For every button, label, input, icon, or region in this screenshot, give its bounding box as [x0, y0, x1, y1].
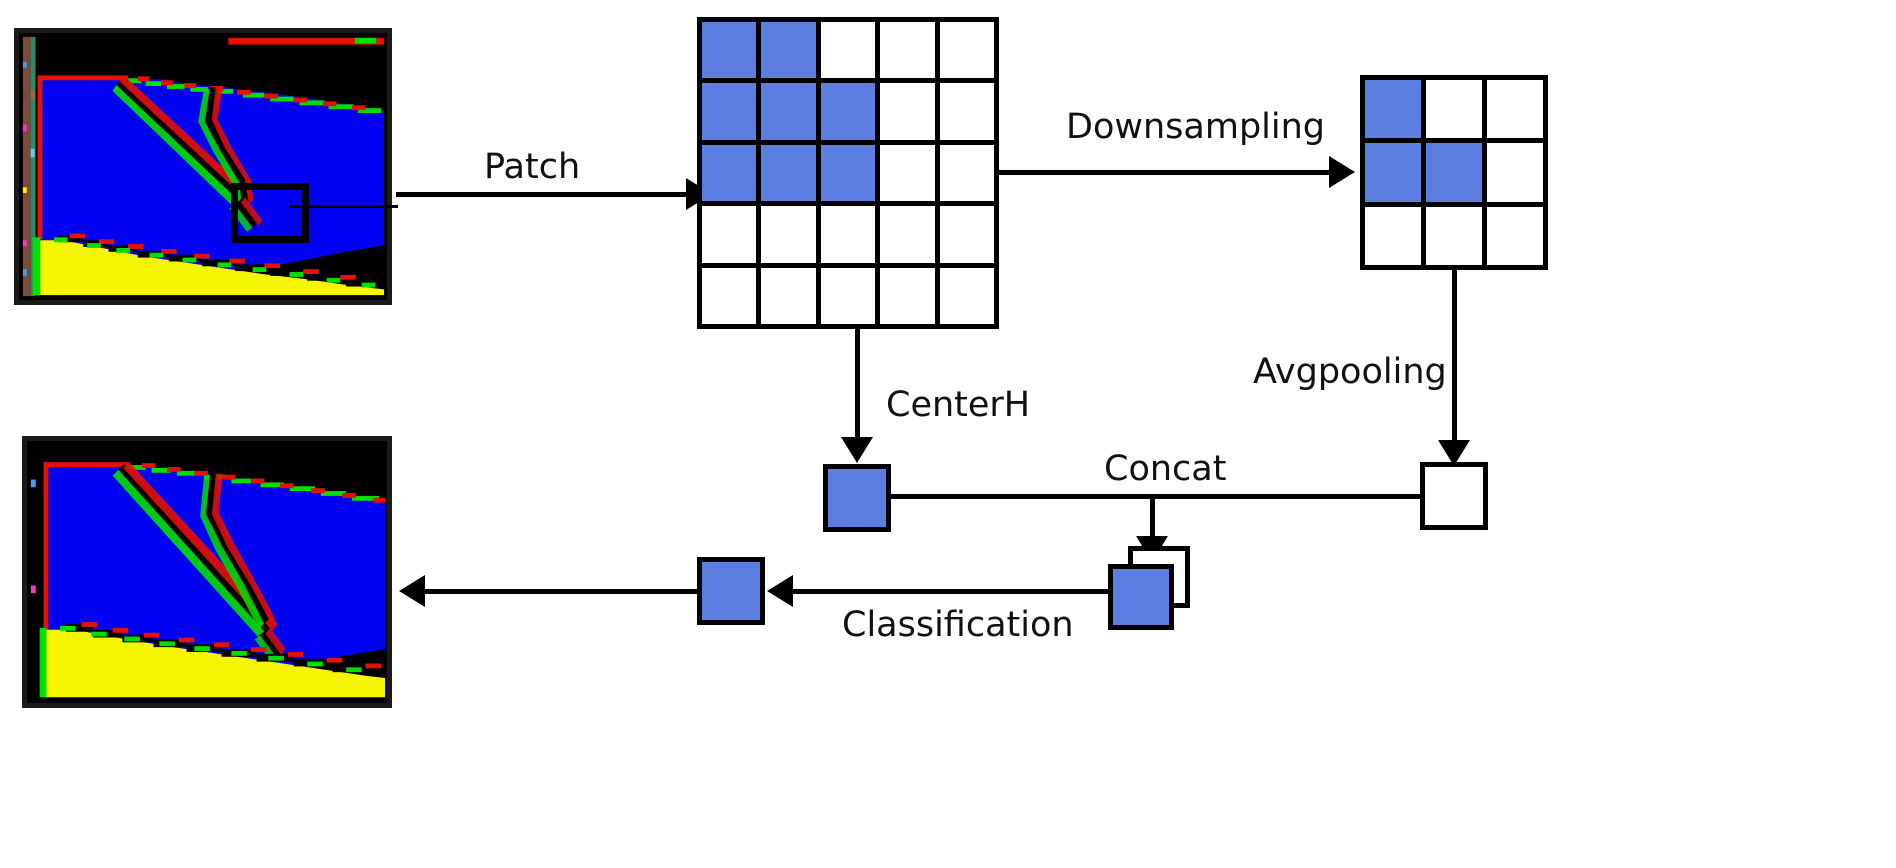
grid-cell-r4-c1[interactable] — [761, 267, 816, 324]
avgpooling-arrow-line — [1452, 270, 1457, 442]
downsampling-arrow-head — [1329, 156, 1355, 188]
grid-cell-r1-c4[interactable] — [939, 83, 994, 140]
output-arrow-head — [399, 575, 425, 607]
grid-cell-r2-c2[interactable] — [1487, 206, 1543, 265]
grid-cell-r1-c0[interactable] — [1365, 143, 1421, 202]
concat-drop-line — [1150, 494, 1155, 542]
grid-cell-r0-c1[interactable] — [761, 22, 816, 79]
output-arrow-line — [425, 589, 697, 594]
grid-cell-r1-c0[interactable] — [702, 83, 757, 140]
grid-cell-r3-c4[interactable] — [939, 206, 994, 263]
grid-cell-r0-c1[interactable] — [1426, 80, 1482, 139]
classification-arrow-head — [767, 575, 793, 607]
output-image — [22, 436, 392, 708]
label-downsampling: Downsampling — [1066, 107, 1326, 147]
downsampled-grid[interactable] — [1360, 75, 1548, 270]
input-image — [14, 28, 392, 305]
grid-cell-r4-c4[interactable] — [939, 267, 994, 324]
input-classification-map-canvas — [19, 33, 387, 300]
avgpooling-arrow-head — [1438, 440, 1470, 466]
classified-square[interactable] — [697, 557, 765, 625]
patch-selection-rectangle[interactable] — [231, 183, 309, 243]
grid-cell-r2-c3[interactable] — [880, 144, 935, 202]
centerh-square[interactable] — [823, 464, 891, 532]
centerh-arrow-head — [841, 437, 873, 463]
grid-cell-r0-c0[interactable] — [702, 22, 757, 79]
grid-cell-r0-c3[interactable] — [880, 22, 935, 79]
avgpool-output-square[interactable] — [1420, 462, 1488, 530]
grid-cell-r4-c0[interactable] — [702, 267, 757, 324]
concat-stack-front-square[interactable] — [1108, 564, 1174, 630]
grid-cell-r2-c2[interactable] — [820, 144, 876, 202]
label-concat: Concat — [1104, 449, 1227, 489]
grid-cell-r0-c4[interactable] — [939, 22, 994, 79]
grid-cell-r1-c1[interactable] — [761, 83, 816, 140]
grid-cell-r0-c2[interactable] — [820, 22, 876, 79]
grid-cell-r2-c1[interactable] — [761, 144, 816, 202]
output-classification-map-canvas — [27, 441, 387, 703]
grid-cell-r1-c3[interactable] — [880, 83, 935, 140]
grid-cell-r3-c3[interactable] — [880, 206, 935, 263]
label-patch: Patch — [484, 147, 581, 187]
grid-cell-r4-c3[interactable] — [880, 267, 935, 324]
grid-cell-r0-c0[interactable] — [1365, 80, 1421, 139]
grid-cell-r0-c2[interactable] — [1487, 80, 1543, 139]
downsampling-arrow-line — [999, 170, 1329, 175]
grid-cell-r3-c2[interactable] — [820, 206, 876, 263]
grid-cell-r2-c1[interactable] — [1426, 206, 1482, 265]
grid-cell-r4-c2[interactable] — [820, 267, 876, 324]
patch-grid[interactable] — [697, 17, 999, 329]
grid-cell-r2-c0[interactable] — [1365, 206, 1421, 265]
classification-arrow-line — [793, 589, 1108, 594]
grid-cell-r3-c0[interactable] — [702, 206, 757, 263]
grid-cell-r2-c0[interactable] — [702, 144, 757, 202]
grid-cell-r1-c2[interactable] — [1487, 143, 1543, 202]
grid-cell-r2-c4[interactable] — [939, 144, 994, 202]
centerh-arrow-line — [855, 329, 860, 439]
label-centerh: CenterH — [886, 385, 1031, 425]
label-avgpooling: Avgpooling — [1253, 352, 1447, 392]
grid-cell-r1-c2[interactable] — [820, 83, 876, 140]
patch-arrow-line — [396, 192, 686, 197]
concat-horizontal-line — [891, 494, 1420, 499]
grid-cell-r1-c1[interactable] — [1426, 143, 1482, 202]
patch-leader-line — [290, 205, 398, 208]
grid-cell-r3-c1[interactable] — [761, 206, 816, 263]
label-classification: Classification — [842, 605, 1074, 645]
